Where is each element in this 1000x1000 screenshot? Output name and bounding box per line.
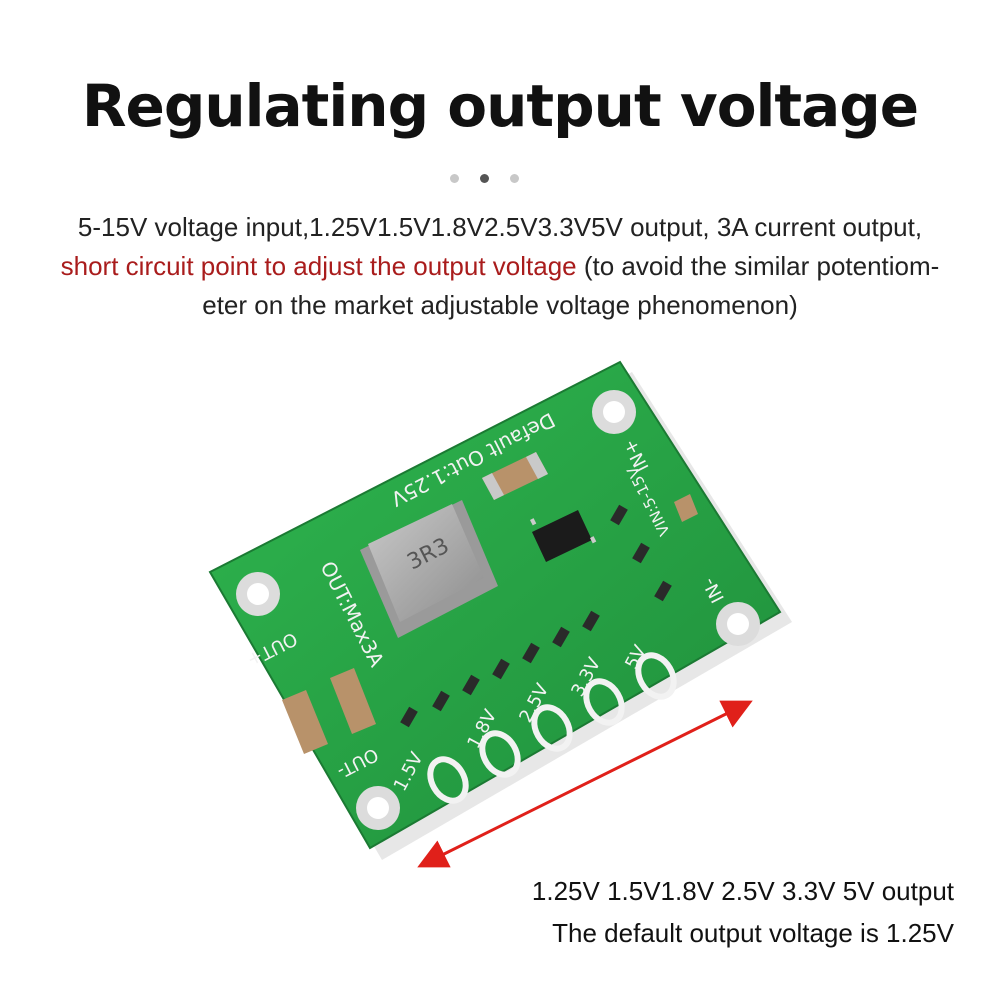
pcb-board-photo: 3R3 Default Out:1.25V: [208, 360, 792, 868]
pager-dot-active[interactable]: [480, 174, 489, 183]
description-line-1: 5-15V voltage input,1.25V1.5V1.8V2.5V3.3…: [77, 212, 923, 242]
ic-chip: [530, 510, 597, 562]
caption-outputs: 1.25V 1.5V1.8V 2.5V 3.3V 5V output: [531, 876, 954, 906]
pager-dot[interactable]: [450, 174, 459, 183]
voltage-range-arrow: [417, 700, 753, 868]
mounting-holes: [236, 390, 760, 830]
caption-default: The default output voltage is 1.25V: [552, 918, 954, 948]
pcb: [208, 360, 782, 850]
capacitors: [282, 452, 698, 754]
pager-dot[interactable]: [510, 174, 519, 183]
carousel-pager: [450, 172, 550, 186]
description-line-2: short circuit point to adjust the output…: [30, 247, 970, 286]
page-title: Regulating output voltage: [81, 72, 919, 140]
description-block: 5-15V voltage input,1.25V1.5V1.8V2.5V3.3…: [30, 208, 970, 325]
description-highlight: short circuit point to adjust the output…: [60, 251, 577, 281]
inductor: 3R3: [360, 500, 498, 638]
description-line-2-rest: (to avoid the similar potentiom-: [576, 251, 940, 281]
description-line-3: eter on the market adjustable voltage ph…: [202, 290, 798, 320]
